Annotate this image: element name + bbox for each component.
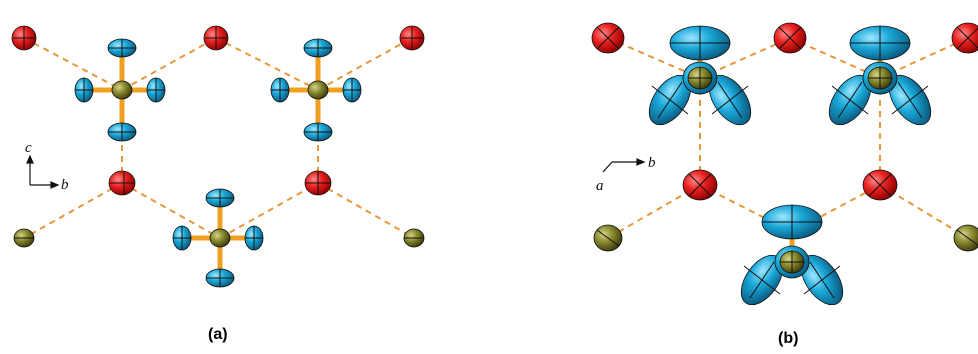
axis-label-c: c — [25, 140, 32, 156]
panel-a-unit-3 — [172, 188, 264, 288]
panel-a-red-atoms — [11, 25, 425, 196]
panel-a-unit-1 — [74, 38, 166, 142]
panel-a-unit-2 — [270, 38, 362, 142]
axis-label-a: a — [596, 178, 604, 194]
panel-b-olive-atoms — [593, 224, 978, 252]
axis-label-b-panel-b: b — [648, 155, 656, 171]
panel-a: c b — [11, 25, 425, 288]
panel-b-red-atoms — [591, 22, 978, 201]
panel-a-olive-atoms — [13, 228, 425, 248]
panel-b: a b — [591, 22, 978, 306]
axis-label-b: b — [61, 177, 69, 193]
panel-a-axes-indicator — [26, 154, 60, 189]
panel-b-unit-3 — [740, 204, 844, 306]
panel-b-unit-1 — [648, 25, 752, 126]
panel-b-axes-indicator — [602, 158, 646, 173]
panel-b-unit-2 — [828, 25, 932, 126]
panel-label-a: (a) — [208, 326, 228, 343]
panel-label-b: (b) — [778, 330, 799, 347]
